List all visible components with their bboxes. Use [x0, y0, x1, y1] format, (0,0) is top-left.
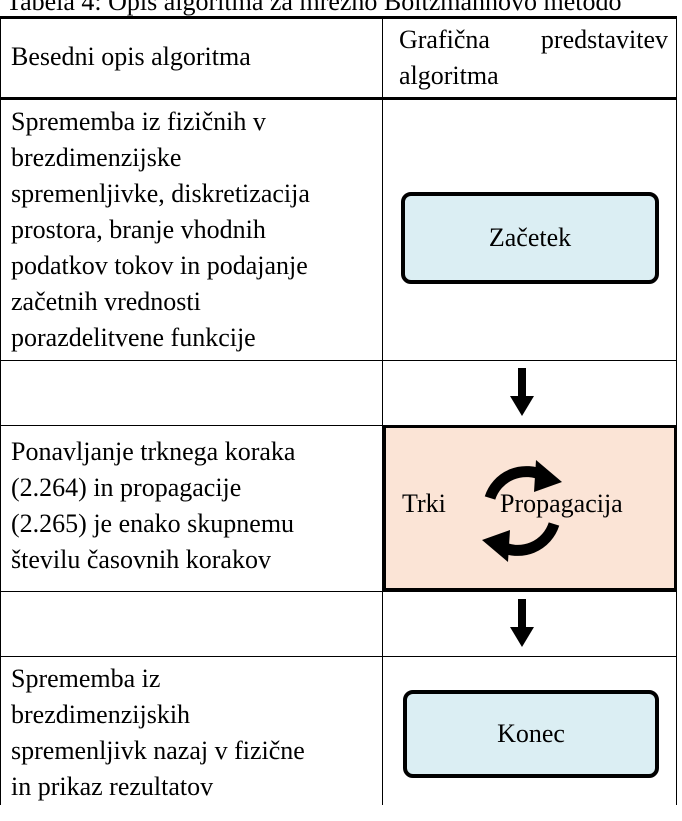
start-label: Začetek	[488, 223, 572, 252]
text-line: brezdimenzijske	[11, 143, 182, 172]
table-row-start: Sprememba iz fizičnih v brezdimenzijske …	[0, 98, 677, 361]
text-line: prostora, branje vhodnih	[11, 215, 266, 244]
end-graphic-cell: Konec	[382, 656, 677, 805]
down-arrow-icon	[510, 599, 534, 647]
text-line: Sprememba iz fizičnih v	[11, 107, 266, 136]
header-row: Besedni opis algoritma Grafična predstav…	[0, 16, 677, 100]
header-graphic-word-3: algoritma	[399, 61, 499, 90]
end-label: Konec	[497, 719, 565, 748]
end-terminal-box: Konec	[403, 690, 659, 778]
header-cell-graphic: Grafična predstavitev algoritma	[382, 16, 677, 100]
header-graphic-word-1: Grafična	[399, 25, 490, 54]
process-block: Trki Propagacija	[383, 425, 677, 591]
empty-cell	[0, 360, 383, 426]
arrow-cell-2	[382, 591, 677, 657]
arrow-row-1	[0, 360, 677, 426]
start-description-cell: Sprememba iz fizičnih v brezdimenzijske …	[0, 98, 383, 361]
text-line: (2.264) in propagacije	[11, 473, 242, 502]
text-line: številu časovnih korakov	[11, 545, 271, 574]
text-line: in prikaz rezultatov	[11, 772, 214, 801]
empty-cell	[0, 591, 383, 657]
end-description-cell: Sprememba iz brezdimenzijskih spremenlji…	[0, 656, 383, 805]
header-cell-description: Besedni opis algoritma	[0, 16, 383, 100]
start-terminal-box: Začetek	[401, 192, 659, 284]
arrow-cell-1	[382, 360, 677, 426]
table-row-end: Sprememba iz brezdimenzijskih spremenlji…	[0, 656, 677, 805]
text-line: porazdelitvene funkcije	[11, 323, 256, 352]
collision-label: Trki	[402, 489, 446, 518]
cycle-arrows-icon	[482, 460, 562, 562]
header-graphic-word-2: predstavitev	[540, 25, 668, 54]
text-line: spremenljivk nazaj v fizične	[11, 736, 305, 765]
start-description: Sprememba iz fizičnih v brezdimenzijske …	[1, 100, 382, 356]
header-description-label: Besedni opis algoritma	[11, 42, 251, 71]
text-line: Ponavljanje trknega koraka	[11, 437, 296, 466]
arrow-row-2	[0, 591, 677, 657]
process-description-cell: Ponavljanje trknega koraka (2.264) in pr…	[0, 425, 383, 592]
start-graphic-cell: Začetek	[382, 98, 677, 361]
table-caption: Tabela 4: Opis algoritma za mrežno Boltz…	[6, 0, 622, 16]
process-description: Ponavljanje trknega koraka (2.264) in pr…	[1, 426, 382, 578]
process-graphic-cell: Trki Propagacija	[382, 425, 677, 592]
end-description: Sprememba iz brezdimenzijskih spremenlji…	[1, 657, 382, 805]
text-line: podatkov tokov in podajanje	[11, 251, 308, 280]
text-line: Sprememba iz	[11, 664, 161, 693]
down-arrow-icon	[510, 368, 534, 416]
propagation-label: Propagacija	[500, 489, 623, 518]
text-line: brezdimenzijskih	[11, 700, 191, 729]
text-line: spremenljivke, diskretizacija	[11, 179, 310, 208]
table-row-process: Ponavljanje trknega koraka (2.264) in pr…	[0, 425, 677, 592]
algorithm-table: Besedni opis algoritma Grafična predstav…	[0, 16, 677, 805]
text-line: začetnih vrednosti	[11, 287, 201, 316]
text-line: (2.265) je enako skupnemu	[11, 509, 295, 538]
